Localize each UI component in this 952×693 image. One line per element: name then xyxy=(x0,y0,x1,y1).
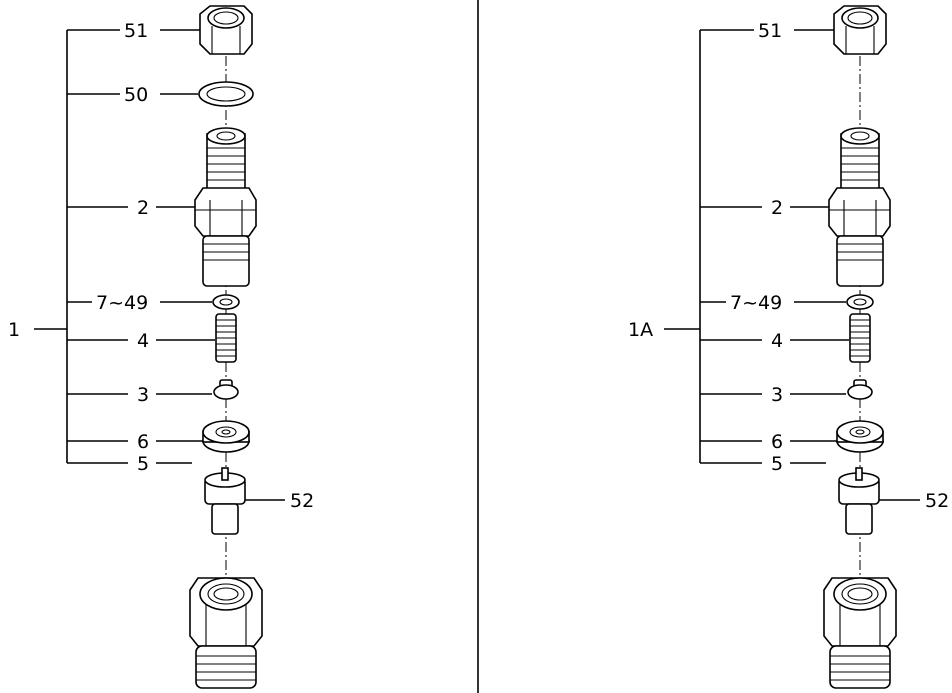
label-retaining-nut: 5 xyxy=(771,453,783,475)
label-spacer: 6 xyxy=(771,431,783,453)
assembly-label: 1 xyxy=(8,319,20,341)
label-shim: 7~49 xyxy=(96,292,148,314)
spacer-part xyxy=(836,420,884,453)
assembly-label: 1A xyxy=(628,319,653,341)
shim-part xyxy=(212,294,240,310)
label-nozzle: 52 xyxy=(925,490,949,512)
shim-part xyxy=(846,294,874,310)
hex-nut-part xyxy=(199,5,253,55)
retaining-nut-part xyxy=(823,577,897,689)
hex-nut-part xyxy=(833,5,887,55)
label-holder: 2 xyxy=(771,197,783,219)
label-retaining-nut: 5 xyxy=(137,453,149,475)
label-nozzle: 52 xyxy=(290,490,314,512)
label-spring: 4 xyxy=(137,330,149,352)
valve-part xyxy=(213,379,239,400)
spring-part xyxy=(849,313,871,363)
label-valve: 3 xyxy=(137,384,149,406)
label-nut: 51 xyxy=(124,20,148,42)
spring-part xyxy=(215,313,237,363)
label-shim: 7~49 xyxy=(730,292,782,314)
label-spacer: 6 xyxy=(137,431,149,453)
holder-part xyxy=(828,127,891,287)
washer-part xyxy=(198,81,254,107)
label-holder: 2 xyxy=(137,197,149,219)
left-assembly: 1 51 50 2 7~49 4 3 6 5 52 xyxy=(8,5,314,689)
label-nut: 51 xyxy=(758,20,782,42)
valve-part xyxy=(847,379,873,400)
label-valve: 3 xyxy=(771,384,783,406)
retaining-nut-part xyxy=(189,577,263,689)
right-assembly: 1A 51 2 7~49 4 3 6 5 52 xyxy=(628,5,949,689)
nozzle-part xyxy=(838,467,880,535)
label-washer: 50 xyxy=(124,84,148,106)
holder-part xyxy=(194,127,257,287)
nozzle-part xyxy=(204,467,246,535)
label-spring: 4 xyxy=(771,330,783,352)
spacer-part xyxy=(202,420,250,453)
